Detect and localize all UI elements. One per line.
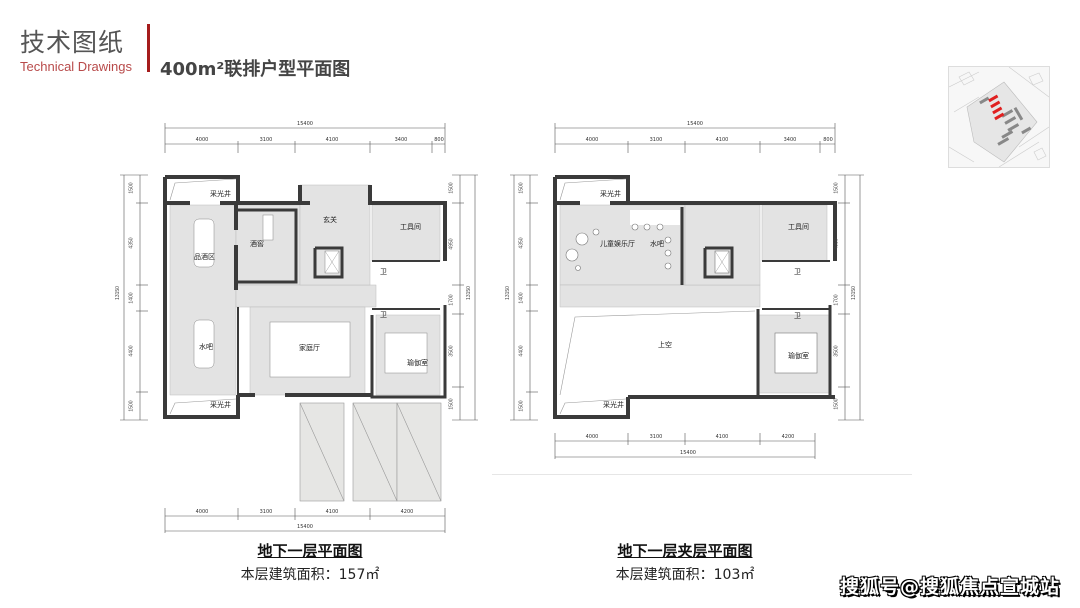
svg-text:4000: 4000 [196, 137, 209, 143]
svg-text:15400: 15400 [297, 524, 313, 530]
dim-label: 4350 [128, 237, 135, 249]
room-void: 上空 [658, 341, 672, 349]
dim-label: 1500 [448, 182, 455, 194]
room-lightwell-bottom: 采光井 [210, 401, 231, 409]
section-title-cn: 技术图纸 [20, 28, 125, 57]
svg-text:3100: 3100 [650, 137, 663, 143]
left-total-dim: 13150 [114, 286, 121, 300]
dim-label: 4400 [518, 345, 525, 357]
room-tool: 工具间 [788, 223, 809, 231]
dim-label: 1400 [128, 292, 135, 304]
room-foyer: 玄关 [323, 216, 337, 224]
svg-text:800: 800 [434, 137, 444, 143]
room-kids: 儿童娱乐厅 [600, 240, 635, 248]
room-cellar: 酒窖 [250, 240, 264, 248]
svg-text:4000: 4000 [586, 137, 599, 143]
svg-text:4100: 4100 [716, 137, 729, 143]
svg-text:3100: 3100 [260, 509, 273, 515]
room-yoga: 瑜伽室 [407, 359, 428, 367]
site-plan-thumbnail-icon [948, 66, 1050, 168]
svg-text:3400: 3400 [784, 137, 797, 143]
svg-text:3100: 3100 [260, 137, 273, 143]
left-total-dim: 13150 [504, 286, 511, 300]
svg-text:4200: 4200 [401, 509, 414, 515]
dim-label: 1500 [518, 400, 525, 412]
watermark: 搜狐号@搜狐焦点宣城站 [839, 576, 1060, 598]
room-tool: 工具间 [400, 223, 421, 231]
svg-text:4200: 4200 [782, 434, 795, 440]
room-water-bar: 水吧 [199, 343, 213, 351]
dim-label: 1500 [518, 182, 525, 194]
floor-plan-drawing: 15400 4000 3100 4100 3400 800 4000 3100 4100… [510, 121, 864, 459]
dim-label: 1500 [833, 182, 840, 194]
room-lightwell-bottom: 采光井 [603, 401, 624, 409]
dim-label: 4350 [518, 237, 525, 249]
section-title-en: Technical Drawings [20, 59, 132, 74]
page-title: 400m²联排户型平面图 [160, 59, 351, 80]
dim-label: 1700 [448, 294, 455, 306]
plan-area-mezzanine: 本层建筑面积：103㎡ [615, 567, 755, 583]
dim-label: 1500 [833, 398, 840, 410]
dim-label: 3500 [448, 345, 455, 357]
room-water-bar: 水吧 [650, 240, 664, 248]
svg-text:3100: 3100 [650, 434, 663, 440]
room-tasting: 品酒区 [194, 253, 215, 261]
svg-text:3400: 3400 [395, 137, 408, 143]
dim-label: 1500 [128, 182, 135, 194]
svg-text:15400: 15400 [680, 450, 696, 456]
room-lightwell-top: 采光井 [210, 190, 231, 198]
dim-label: 4950 [833, 238, 840, 250]
accent-divider [147, 24, 150, 72]
floor-plan-drawing: 15400 4000 3100 4100 3400 800 4000 3100 4100… [120, 121, 478, 533]
right-total-dim: 13150 [850, 286, 857, 300]
room-wc-2: 卫 [794, 312, 801, 320]
room-wc-1: 卫 [794, 268, 801, 276]
svg-text:15400: 15400 [297, 121, 313, 127]
svg-text:15400: 15400 [687, 121, 703, 127]
plan-caption-basement: 地下一层平面图 [257, 542, 363, 560]
dim-label: 3500 [833, 345, 840, 357]
dim-label: 1500 [448, 398, 455, 410]
room-wc-2: 卫 [380, 311, 387, 319]
floor-plan-mezzanine: 15400 4000 3100 4100 3400 800 4000 3100 4100… [500, 115, 870, 465]
room-yoga: 瑜伽室 [788, 352, 809, 360]
dim-label: 1500 [128, 400, 135, 412]
svg-text:4000: 4000 [586, 434, 599, 440]
room-wc-1: 卫 [380, 268, 387, 276]
floor-plan-basement: 15400 4000 3100 4100 3400 800 4000 3100 4100… [110, 115, 480, 535]
room-lightwell-top: 采光井 [600, 190, 621, 198]
plan-area-basement: 本层建筑面积：157㎡ [240, 567, 380, 583]
divider [492, 474, 912, 475]
svg-text:4100: 4100 [716, 434, 729, 440]
dim-label: 1700 [833, 294, 840, 306]
svg-text:800: 800 [823, 137, 833, 143]
svg-text:4000: 4000 [196, 509, 209, 515]
dim-label: 4950 [448, 238, 455, 250]
plan-caption-mezzanine: 地下一层夹层平面图 [617, 542, 753, 560]
svg-text:4100: 4100 [326, 509, 339, 515]
dim-label: 4400 [128, 345, 135, 357]
right-total-dim: 13150 [465, 286, 472, 300]
svg-text:4100: 4100 [326, 137, 339, 143]
room-family: 家庭厅 [299, 344, 320, 352]
dim-label: 1400 [518, 292, 525, 304]
